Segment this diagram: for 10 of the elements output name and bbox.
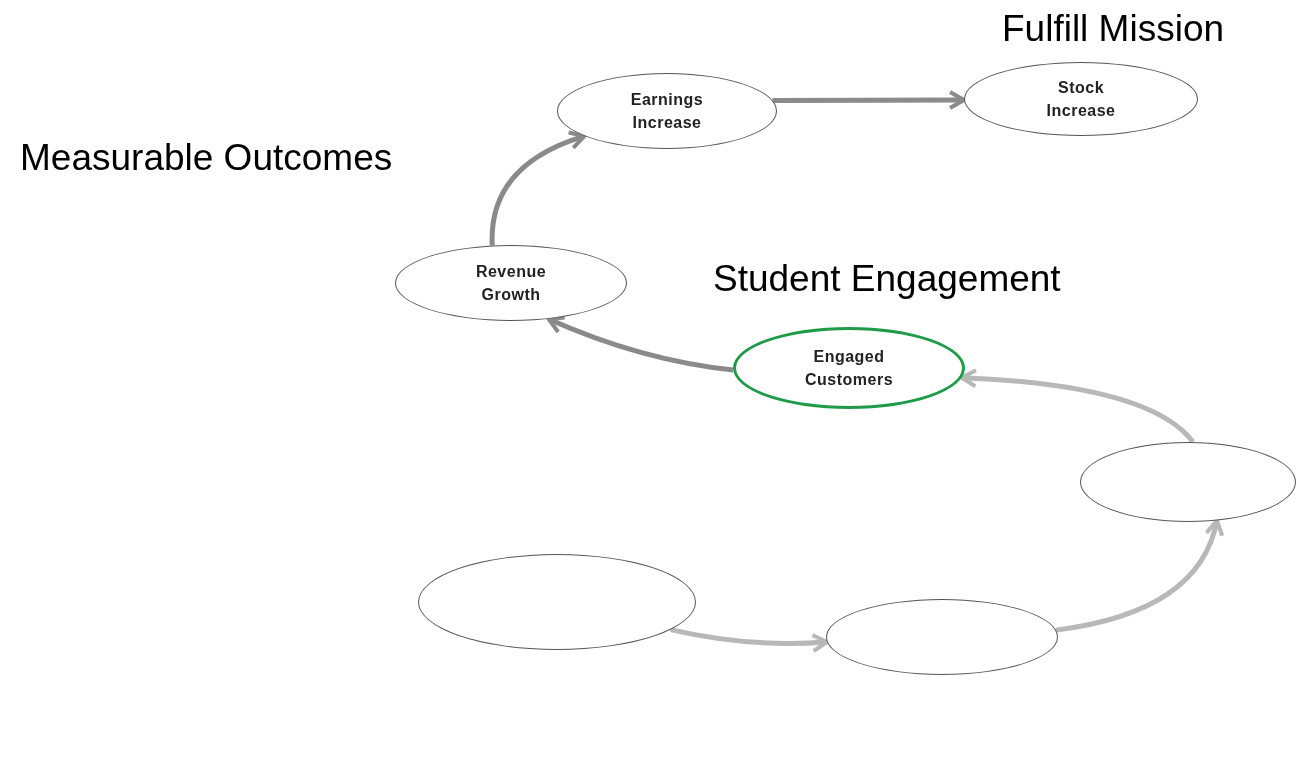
node-label: Stock Increase: [1045, 78, 1117, 121]
arrow: [670, 627, 829, 653]
arrow: [489, 130, 587, 246]
node-label: Engaged Customers: [803, 347, 895, 390]
heading-label: Fulfill Mission: [1002, 8, 1225, 50]
heading-label: Measurable Outcomes: [20, 137, 393, 179]
arrow: [546, 315, 734, 373]
heading-label: Student Engagement: [713, 258, 1061, 300]
node-label: Revenue Growth: [474, 262, 548, 305]
node-label: Earnings Increase: [629, 90, 705, 133]
